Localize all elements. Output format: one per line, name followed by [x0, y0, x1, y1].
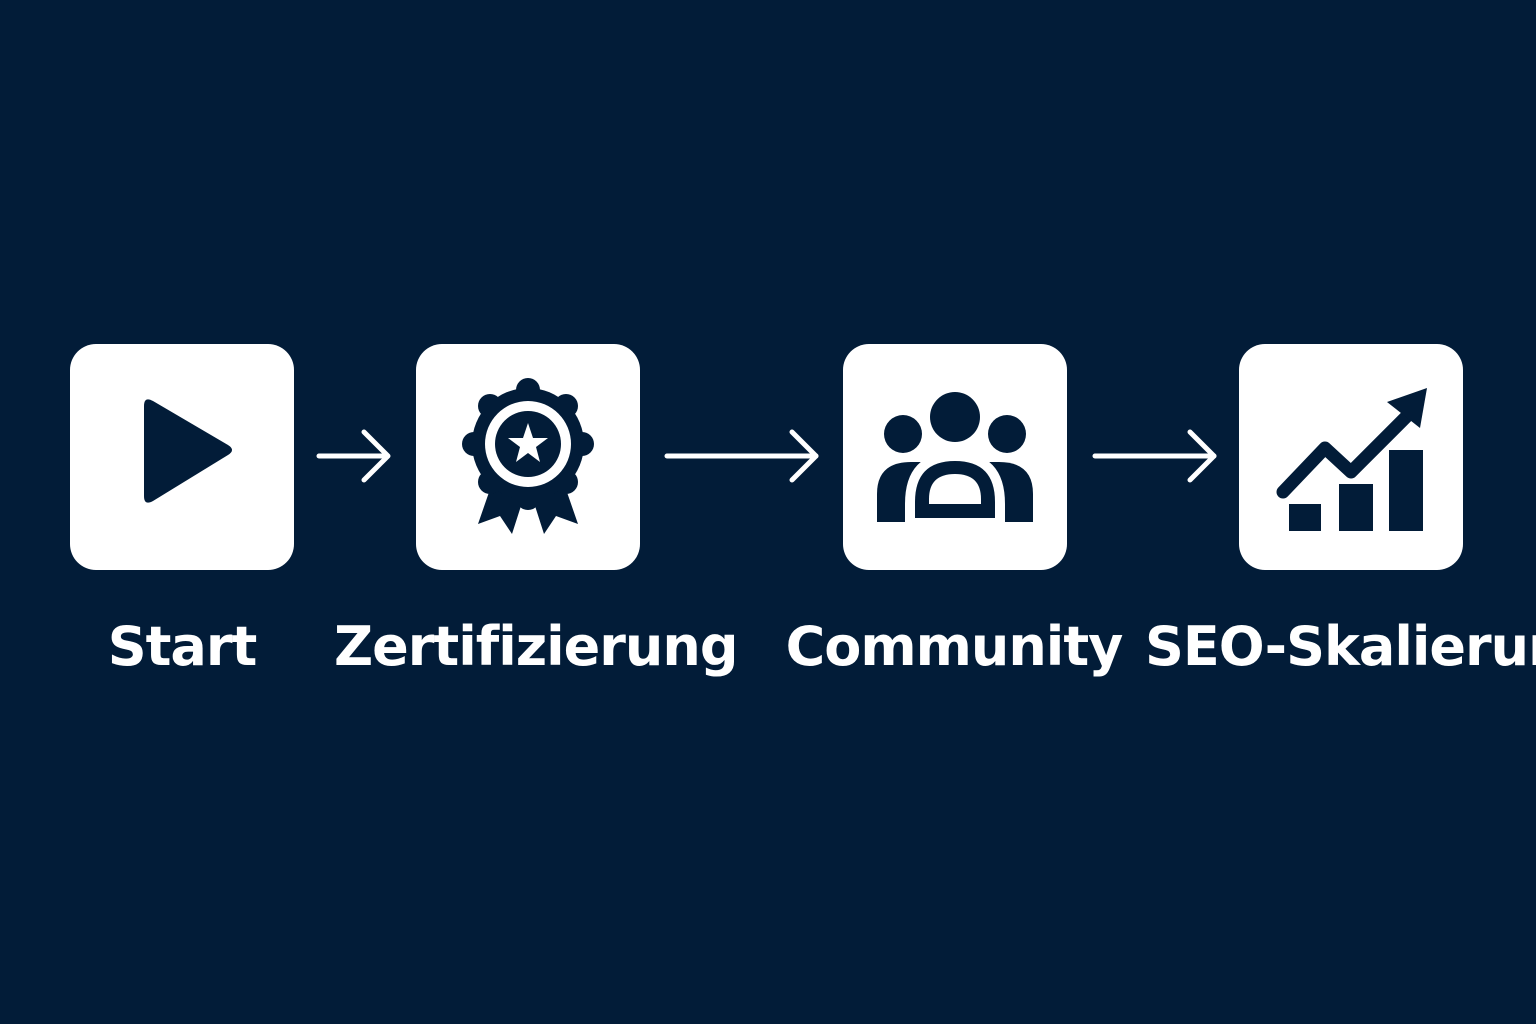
step-label-start: Start — [107, 615, 258, 678]
play-icon — [144, 399, 232, 503]
step-start-box — [70, 344, 294, 570]
step-community-box — [843, 344, 1067, 570]
step-label-community: Community — [785, 615, 1124, 678]
step-label-seo-skalierung: SEO-Skalierung — [1145, 615, 1536, 678]
step-label-zertifizierung: Zertifizierung — [334, 615, 738, 678]
step-zertifizierung-box — [416, 344, 640, 570]
step-seo-skalierung-box — [1239, 344, 1463, 570]
growth-chart-icon — [1276, 388, 1427, 531]
arrow-right-icon — [316, 429, 391, 483]
arrow-right-icon — [1092, 429, 1217, 483]
users-group-icon — [877, 392, 1033, 526]
arrow-right-icon — [664, 429, 819, 483]
award-badge-icon — [462, 378, 594, 534]
